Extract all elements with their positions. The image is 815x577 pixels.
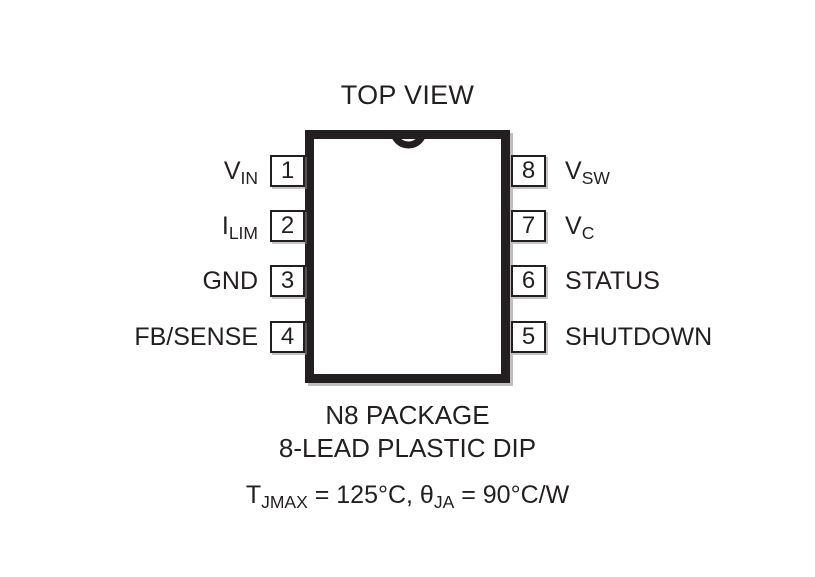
pin-label-shutdown-main: SHUTDOWN bbox=[565, 323, 713, 351]
thermal-mid-text: = 125°C, θ bbox=[307, 481, 434, 509]
caption-lead-type: 8-LEAD PLASTIC DIP bbox=[278, 433, 537, 463]
thermal-tjmax-symbol: T bbox=[245, 481, 262, 509]
pin-label-vsw-main: V bbox=[565, 157, 582, 185]
pin-box-4[interactable]: 4 bbox=[270, 321, 305, 353]
pin-label-ilim: ILIM bbox=[222, 210, 258, 242]
pin-box-5[interactable]: 5 bbox=[511, 321, 546, 353]
pin-label-fb-sense: FB/SENSE bbox=[134, 321, 258, 353]
pin-label-vin-sub: IN bbox=[240, 167, 259, 188]
pin-label-vc: VC bbox=[565, 210, 594, 242]
pin-label-vc-main: V bbox=[565, 212, 582, 240]
pin-box-8[interactable]: 8 bbox=[511, 155, 546, 187]
pin-label-vin: VIN bbox=[224, 155, 258, 187]
pin-label-ilim-sub: LIM bbox=[228, 222, 258, 243]
pin-label-vsw: VSW bbox=[565, 155, 610, 187]
thermal-tjmax-sub: JMAX bbox=[261, 491, 308, 512]
caption-package-name: N8 PACKAGE bbox=[325, 400, 490, 430]
package-notch-icon bbox=[390, 130, 427, 149]
pin-label-fb-sense-main: FB/SENSE bbox=[134, 323, 258, 351]
package-body-outline bbox=[305, 130, 510, 383]
pin-label-gnd-main: GND bbox=[202, 267, 258, 295]
thermal-theta-sub: JA bbox=[433, 491, 455, 512]
pin-box-2[interactable]: 2 bbox=[270, 210, 305, 242]
pin-label-vsw-sub: SW bbox=[581, 167, 610, 188]
pin-box-7[interactable]: 7 bbox=[511, 210, 546, 242]
pin-label-gnd: GND bbox=[202, 265, 258, 297]
pin-box-6[interactable]: 6 bbox=[511, 265, 546, 297]
caption-thermal-spec: TJMAX = 125°C, θJA = 90°C/W bbox=[0, 481, 815, 510]
thermal-suffix-text: = 90°C/W bbox=[454, 481, 570, 509]
pin-label-status-main: STATUS bbox=[565, 267, 660, 295]
pin-box-1[interactable]: 1 bbox=[270, 155, 305, 187]
pin-label-ilim-main: I bbox=[221, 212, 229, 240]
pin-label-shutdown: SHUTDOWN bbox=[565, 321, 712, 353]
pin-label-vin-main: V bbox=[223, 157, 241, 185]
pin-label-vc-sub: C bbox=[581, 222, 595, 243]
pin-box-3[interactable]: 3 bbox=[270, 265, 305, 297]
top-view-title: TOP VIEW bbox=[340, 80, 475, 110]
pin-label-status: STATUS bbox=[565, 265, 660, 297]
